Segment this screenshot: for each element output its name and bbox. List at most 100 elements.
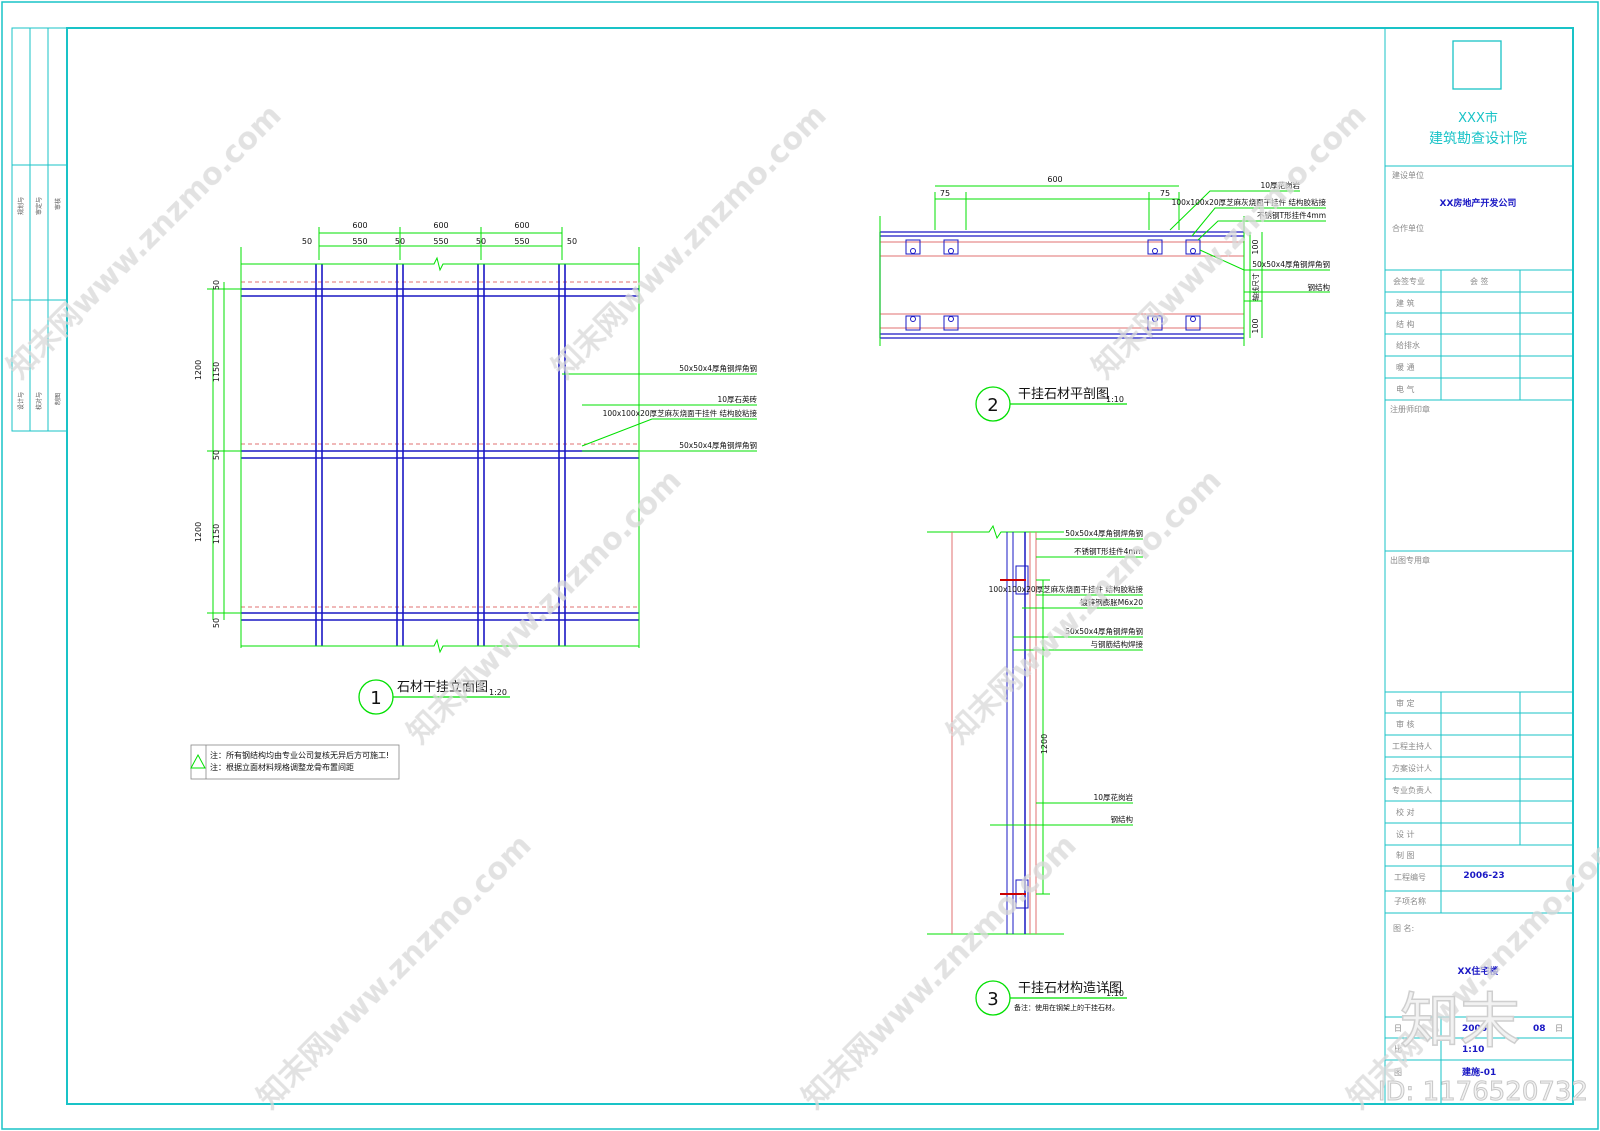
drawing3-structure <box>927 524 1064 935</box>
date-label: 日 <box>1394 1024 1402 1033</box>
d3-scale: 1:10 <box>1106 989 1124 998</box>
strip-text-2a: 审定与 <box>35 197 43 215</box>
drawing-no-value: 建施-01 <box>1462 1066 1496 1078</box>
watermark-id: ID: 1176520732 <box>1378 1077 1588 1107</box>
d2-leader-3: 不锈钢T形挂件4mm <box>1257 210 1326 220</box>
registered-seal-label: 注册师印章 <box>1390 404 1430 414</box>
d2-right-text: 轴线尺寸 <box>1251 273 1260 301</box>
watermark-text-2: 知末网www.znzmo.com <box>546 98 834 386</box>
binding-strip-text: 规划与 设计与 审定与 校对与 审核 制图 <box>17 197 62 410</box>
d1-left-inner-3: 50 <box>212 450 221 460</box>
drawing1-leader-lines <box>562 373 757 452</box>
drawing2-stone-lines <box>880 241 1244 329</box>
d3-leader-4: 镀锌钢膨胀M6x20 <box>1080 597 1143 607</box>
d1-sub-dim-3: 50 <box>395 237 405 246</box>
date-value: 2006 <box>1462 1024 1487 1034</box>
d3-leader-7: 10厚花岗岩 <box>1093 792 1133 802</box>
drawing2-dimensions: 75 600 75 100 100 轴线尺寸 <box>940 175 1260 334</box>
partner-label: 合作单位 <box>1392 223 1424 233</box>
d1-sub-dim-5: 50 <box>476 237 486 246</box>
d1-left-outer-1: 1200 <box>194 360 203 380</box>
d3-leader-8: 钢结构 <box>1111 814 1134 824</box>
client-label: 建设单位 <box>1392 170 1424 180</box>
drawing1-leader-text: 50x50x4厚角钢焊角钢 10厚石英砖 100x100x20厚芝麻灰烧面干挂件… <box>603 363 758 450</box>
d2-top-dim-2: 600 <box>1047 175 1062 184</box>
role-drafter: 制 图 <box>1396 850 1415 860</box>
strip-text-1a: 规划与 <box>17 197 25 215</box>
sign-header-discipline: 会签专业 <box>1393 276 1425 286</box>
client-value: XX房地产开发公司 <box>1440 197 1517 209</box>
d2-top-dim-1: 75 <box>940 189 950 198</box>
d1-leader-1: 50x50x4厚角钢焊角钢 <box>679 363 757 373</box>
sign-header-sign: 会 签 <box>1470 276 1489 286</box>
strip-text-3b: 制图 <box>54 393 62 405</box>
d3-dim: 1200 <box>1040 734 1049 754</box>
drawing1-boundary <box>207 227 640 654</box>
drawing3-dim-lines <box>1036 579 1050 895</box>
note-line-1: 注：所有钢结构均由专业公司复核无异后方可施工! <box>210 750 389 760</box>
d3-title: 干挂石材构造详图 <box>1018 981 1122 996</box>
d1-number: 1 <box>370 688 381 709</box>
drawing1-stone-joints <box>241 281 639 608</box>
warning-icon <box>190 753 206 769</box>
drawing2-plan-section: 75 600 75 100 100 轴线尺寸 10厚花岗岩 100x100x20… <box>879 175 1331 422</box>
project-no-value: 2006-23 <box>1463 871 1504 881</box>
discipline-plumbing: 给排水 <box>1396 340 1420 350</box>
d1-top-dim-1: 600 <box>352 221 367 230</box>
date-day-label: 日 <box>1555 1024 1563 1033</box>
role-checker: 校 对 <box>1396 807 1415 817</box>
role-approve: 审 定 <box>1396 698 1415 708</box>
d1-sub-dim-6: 550 <box>514 237 529 246</box>
watermark-logo: 知末 ID: 1176520732 <box>1377 986 1588 1107</box>
watermark-text-6: 知末网www.znzmo.com <box>251 828 539 1116</box>
role-designer: 设 计 <box>1396 829 1415 839</box>
note-line-2: 注：根据立面材料规格调整龙骨布置间距 <box>210 762 354 772</box>
d1-sub-dim-1: 50 <box>302 237 312 246</box>
d1-sub-dim-2: 550 <box>352 237 367 246</box>
drawing3-title-group: 3 干挂石材构造详图 1:10 备注：使用在钢架上的干挂石材。 <box>975 980 1127 1016</box>
institute-name: 建筑勘查设计院 <box>1429 131 1527 147</box>
drawing2-leader-text: 10厚花岗岩 100x100x20厚芝麻灰烧面干挂件 结构胶粘接 不锈钢T形挂件… <box>1172 180 1331 292</box>
d2-scale: 1:10 <box>1106 395 1124 404</box>
binding-strip <box>11 27 68 432</box>
d1-scale: 1:20 <box>489 688 507 697</box>
watermark-text-7: 知末网www.znzmo.com <box>796 828 1084 1116</box>
d1-leader-2: 10厚石英砖 <box>717 394 757 404</box>
d2-leader-2: 100x100x20厚芝麻灰烧面干挂件 结构胶粘接 <box>1172 197 1327 207</box>
discipline-architecture: 建 筑 <box>1396 298 1415 308</box>
d1-title: 石材干挂立面图 <box>397 680 488 695</box>
drawing1-elevation: 600 600 600 50 550 50 550 50 550 50 1200… <box>190 221 758 780</box>
d1-leader-3: 100x100x20厚芝麻灰烧面干挂件 结构胶粘接 <box>603 408 758 418</box>
d1-leader-4: 50x50x4厚角钢焊角钢 <box>679 440 757 450</box>
scale-label: 比 <box>1394 1044 1402 1054</box>
drawing3-leader-lines <box>990 538 1143 826</box>
d1-left-inner-4: 1150 <box>212 524 221 544</box>
d2-right-dim-2: 100 <box>1251 318 1260 333</box>
d1-left-inner-1: 50 <box>212 280 221 290</box>
drawing2-leader-lines <box>1169 190 1330 293</box>
d2-top-dim-3: 75 <box>1160 189 1170 198</box>
scale-value: 1:10 <box>1462 1045 1484 1055</box>
d3-leader-2: 不锈钢T形挂件4mm <box>1074 546 1143 556</box>
publish-seal-label: 出图专用章 <box>1390 555 1430 565</box>
d2-leader-4: 50x50x4厚角钢焊角钢 <box>1252 259 1330 269</box>
drawing3-detail: 1200 50x50x4厚角钢焊角钢 不锈钢T形挂件4mm 100x100x20… <box>927 524 1144 1016</box>
d1-top-dim-2: 600 <box>433 221 448 230</box>
drawing1-title-group: 1 石材干挂立面图 1:20 <box>358 679 510 715</box>
title-block: XXX市 建筑勘查设计院 建设单位 XX房地产开发公司 合作单位 会签专业 会 … <box>1384 28 1573 1104</box>
drawing2-fixings <box>905 239 1201 331</box>
d2-right-dim-1: 100 <box>1251 239 1260 254</box>
watermark-text-5: 知末网www.znzmo.com <box>941 463 1229 751</box>
d3-remark: 备注：使用在钢架上的干挂石材。 <box>1014 1003 1119 1012</box>
role-discipline-lead: 专业负责人 <box>1392 785 1432 795</box>
d1-top-dim-3: 600 <box>514 221 529 230</box>
note-box: 注：所有钢结构均由专业公司复核无异后方可施工! 注：根据立面材料规格调整龙骨布置… <box>190 744 400 780</box>
drawing2-title-group: 2 干挂石材平剖图 1:10 <box>975 386 1127 422</box>
d3-leader-6: 与钢筋结构焊接 <box>1091 639 1144 649</box>
institute-city: XXX市 <box>1458 110 1498 126</box>
role-project-lead: 工程主持人 <box>1392 741 1432 751</box>
d3-leader-3: 100x100x20厚芝麻灰烧面干挂件 结构胶粘接 <box>989 584 1144 594</box>
d3-leader-5: 50x50x4厚角钢焊角钢 <box>1065 626 1143 636</box>
drawing3-fixings <box>1000 565 1029 909</box>
role-scheme-designer: 方案设计人 <box>1392 763 1432 773</box>
